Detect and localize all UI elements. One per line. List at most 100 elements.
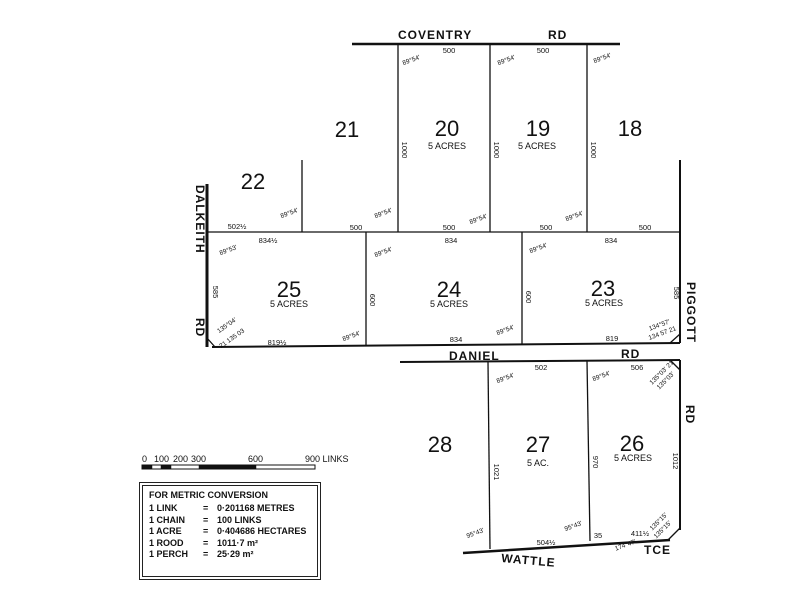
dimension-label: 500 <box>537 46 550 55</box>
lot-number-25: 25 <box>277 277 301 302</box>
bearing-label: 89°54' <box>401 53 421 67</box>
road-name-coventry-rd: RD <box>548 28 567 42</box>
dimension-label: 970 <box>591 456 600 469</box>
road-name-piggott: PIGGOTT <box>684 282 698 343</box>
dimension-label: 500 <box>540 223 553 232</box>
road-name-daniel-rd: RD <box>621 347 640 361</box>
dimension-label: 411½ <box>631 529 650 538</box>
dimension-label: 1012 <box>671 453 680 470</box>
bearing-label: 89°54' <box>373 245 393 259</box>
dimension-label: 500 <box>350 223 363 232</box>
metric-conversion-table: FOR METRIC CONVERSION 1 LINK = 0·201168 … <box>139 482 321 580</box>
boundary-27-28 <box>487 361 491 550</box>
lot-area-25: 5 ACRES <box>270 299 308 309</box>
lot-area-27: 5 AC. <box>527 458 549 468</box>
bearing-label: 89°54' <box>495 323 515 337</box>
bearing-label: 89°54' <box>592 51 612 65</box>
metric-value: 1011·7 m² <box>217 537 259 548</box>
bearing-label: 89°54' <box>564 209 584 223</box>
metric-conversion-title: FOR METRIC CONVERSION <box>149 490 269 500</box>
road-name-coventry: COVENTRY <box>398 28 472 42</box>
road-name-wattle: WATTLE <box>501 551 556 570</box>
dimension-label: 1000 <box>492 142 501 159</box>
daniel-road-north-line <box>399 359 681 363</box>
scale-label: 200 <box>173 454 188 464</box>
dimension-label: 35 <box>594 531 602 540</box>
dimension-label: 585 <box>211 286 220 299</box>
lot-area-23: 5 ACRES <box>585 298 623 308</box>
metric-row: 1 ROOD = 1011·7 m² <box>149 538 311 550</box>
lot-number-23: 23 <box>591 276 615 301</box>
road-name-piggott-rd: RD <box>683 405 697 424</box>
dimension-label: 819 <box>606 334 619 343</box>
lot-number-26: 26 <box>620 431 644 456</box>
road-name-dalkeith: DALKEITH <box>193 185 207 254</box>
bearing-label: 174°47' <box>614 538 637 553</box>
bearing-label: 89°54' <box>591 369 611 383</box>
dimension-label: 500 <box>443 46 456 55</box>
corner-truncation-26-bottom <box>667 527 681 541</box>
dimension-label: 1000 <box>400 142 409 159</box>
metric-equals: = <box>203 549 209 559</box>
bearing-label: 89°54' <box>373 206 393 220</box>
corner-truncation-23 <box>669 333 681 344</box>
dimension-label: 502½ <box>228 222 248 231</box>
scale-bar-segment <box>198 464 257 470</box>
dimension-label: 502 <box>535 363 548 372</box>
dimension-label: 834 <box>605 236 618 245</box>
metric-value: 100 LINKS <box>217 514 262 525</box>
lot-number-28: 28 <box>428 432 452 457</box>
bearing-label: 89°54' <box>528 241 548 255</box>
lot-area-19: 5 ACRES <box>518 141 556 151</box>
bearing-label: 95°43' <box>465 526 485 540</box>
dimension-label: 506 <box>631 363 644 372</box>
boundary-26-27 <box>586 360 591 542</box>
dimension-label: 1021 <box>492 464 501 481</box>
metric-equals: = <box>203 526 209 536</box>
dimension-label: 1000 <box>589 142 598 159</box>
metric-equals: = <box>203 503 209 513</box>
lot-number-27: 27 <box>526 432 550 457</box>
lot-area-20: 5 ACRES <box>428 141 466 151</box>
metric-equals: = <box>203 514 209 525</box>
scale-bar-segment <box>160 464 172 470</box>
dimension-label: 834½ <box>259 236 279 245</box>
scale-label: 100 <box>154 454 169 464</box>
dimension-label: 585 <box>672 287 681 300</box>
bearing-label: 95°43' <box>563 519 583 533</box>
wattle-terrace-line <box>462 538 671 555</box>
dimension-label: 600 <box>368 294 377 307</box>
scale-label: 0 <box>142 454 147 464</box>
lot-number-24: 24 <box>437 277 461 302</box>
metric-row: 1 PERCH = 25·29 m² <box>149 549 311 561</box>
metric-value: 0·201168 METRES <box>217 503 295 513</box>
metric-value: 0·404686 HECTARES <box>217 526 307 536</box>
corner-truncation-25 <box>206 337 216 348</box>
metric-equals: = <box>203 537 209 548</box>
lot-number-18: 18 <box>618 116 642 141</box>
road-name-dalkeith-rd: RD <box>193 318 207 337</box>
bearing-label: 89°54' <box>279 206 299 220</box>
daniel-road-south-line <box>211 342 681 348</box>
bearing-label: 89°54' <box>341 329 361 343</box>
scale-label: 600 <box>248 454 263 464</box>
bearing-label: 89°54' <box>496 53 516 67</box>
road-name-tce: TCE <box>644 543 671 557</box>
dimension-label: 600 <box>524 291 533 304</box>
lot-number-20: 20 <box>435 116 459 141</box>
dimension-label: 504½ <box>537 538 557 547</box>
bearing-label: 89°54' <box>495 371 515 385</box>
lot-number-22: 22 <box>241 169 265 194</box>
road-name-daniel: DANIEL <box>449 349 500 363</box>
lot-number-19: 19 <box>526 116 550 141</box>
metric-unit: 1 LINK <box>149 503 178 513</box>
metric-value: 25·29 m² <box>217 549 254 559</box>
metric-unit: 1 ACRE <box>149 526 182 536</box>
lot-area-24: 5 ACRES <box>430 299 468 309</box>
dimension-label: 834 <box>445 236 458 245</box>
scale-label: 300 <box>191 454 206 464</box>
lot-area-26: 5 ACRES <box>614 453 652 463</box>
metric-unit: 1 ROOD <box>149 537 184 548</box>
bearing-label: 89°53' <box>218 243 238 257</box>
